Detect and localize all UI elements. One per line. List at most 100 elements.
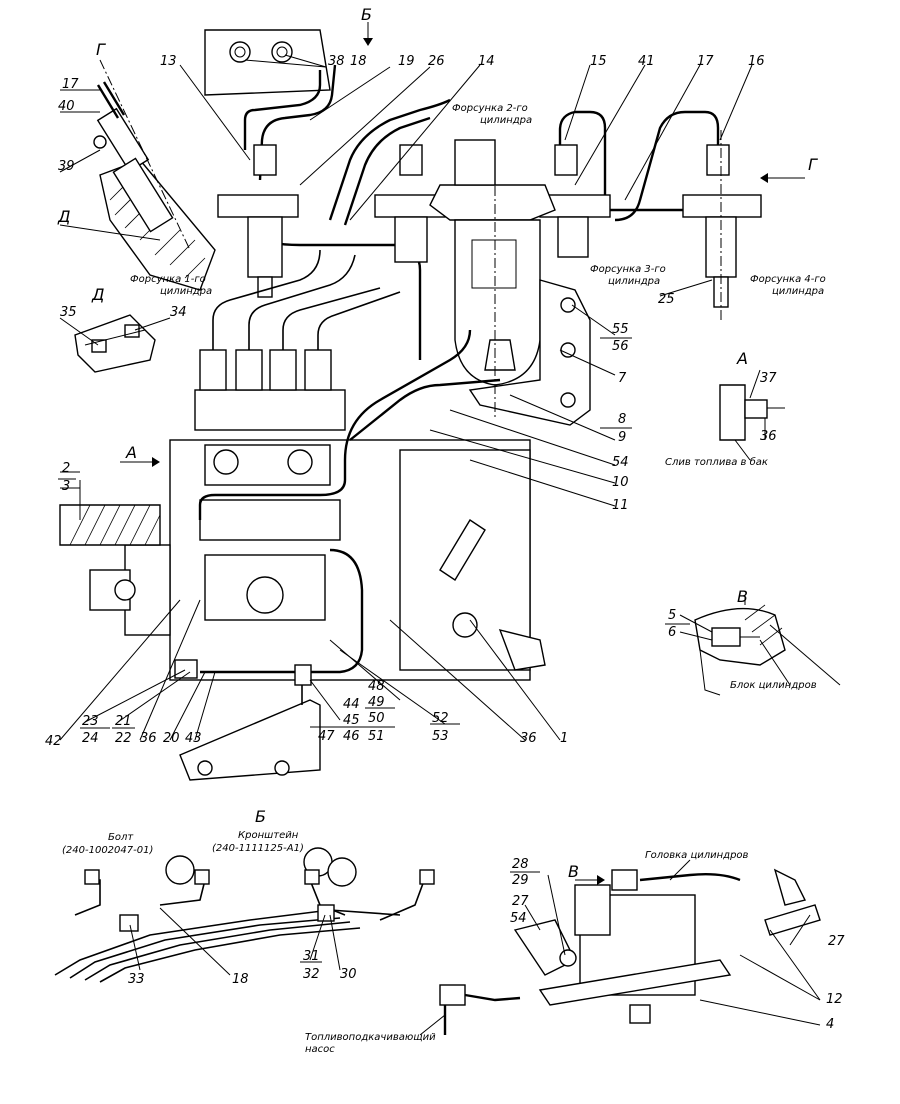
view-letter-d2: Д [91, 285, 105, 304]
position-54-b: 54 [510, 911, 527, 926]
position-35: 35 [60, 305, 77, 320]
view-letter-d1: Д [57, 207, 71, 226]
position-41: 41 [638, 54, 655, 69]
caption-pump-line1: Топливоподкачивающий [305, 1032, 436, 1043]
position-27-a: 27 [512, 894, 529, 909]
view-arrowheads [152, 38, 768, 885]
position-20: 20 [163, 731, 180, 746]
position-17-top: 17 [697, 54, 714, 69]
position-36-c: 36 [520, 731, 537, 746]
position-31: 31 [303, 949, 320, 964]
caption-injector-1-line1: Форсунка 1-го [130, 274, 206, 285]
injection-pump [59, 249, 546, 681]
position-44: 44 [343, 697, 360, 712]
position-37: 37 [760, 371, 777, 386]
view-letter-b-bottom: Б [255, 807, 266, 826]
injector-2 [374, 144, 446, 263]
caption-injector-1-line2: цилиндра [160, 286, 212, 297]
view-letter-a-arrow: А [125, 443, 137, 462]
caption-bracket-line2: (240-1111125-А1) [212, 843, 304, 854]
position-29: 29 [512, 873, 529, 888]
view-letter-b-top: Б [361, 5, 372, 24]
position-56: 56 [612, 339, 629, 354]
caption-injector-3-line2: цилиндра [608, 276, 660, 287]
position-48: 48 [368, 679, 385, 694]
caption-bracket-line1: Кронштейн [238, 830, 299, 841]
position-6: 6 [668, 625, 676, 640]
position-45: 45 [343, 713, 360, 728]
position-12: 12 [826, 992, 843, 1007]
injector-3 [539, 144, 611, 258]
caption-injector-2-line1: Форсунка 2-го [452, 103, 528, 114]
position-30: 30 [340, 967, 357, 982]
injector-1 [217, 144, 299, 298]
view-a-drain-detail [719, 384, 785, 461]
position-27-b: 27 [828, 934, 845, 949]
position-2: 2 [62, 461, 70, 476]
bottom-right-pump-view [439, 868, 821, 1035]
position-24: 24 [82, 731, 99, 746]
position-42: 42 [45, 734, 62, 749]
caption-injector-3-line1: Форсунка 3-го [590, 264, 666, 275]
position-34: 34 [170, 305, 187, 320]
view-v-block-detail [694, 604, 786, 696]
position-46: 46 [343, 729, 360, 744]
position-53: 53 [432, 729, 449, 744]
position-7: 7 [618, 371, 627, 386]
position-43: 43 [185, 731, 202, 746]
caption-cylinder-block: Блок цилиндров [730, 680, 817, 691]
view-b-line-routing [54, 847, 435, 983]
position-10: 10 [612, 475, 629, 490]
view-g-injector-section [93, 59, 216, 291]
position-26: 26 [428, 54, 445, 69]
position-25: 25 [658, 292, 675, 307]
position-39: 39 [58, 159, 75, 174]
caption-injector-4-line1: Форсунка 4-го [750, 274, 826, 285]
view-letter-g-arrow: Г [808, 155, 818, 174]
position-18-b: 18 [232, 972, 249, 987]
position-32: 32 [303, 967, 320, 982]
view-letter-v-bottom: В [568, 862, 579, 881]
caption-pump-line2: насос [305, 1044, 335, 1055]
position-55: 55 [612, 322, 629, 337]
position-49: 49 [368, 695, 385, 710]
view-letter-g: Г [96, 40, 106, 59]
position-5: 5 [668, 608, 676, 623]
fuel-filter [429, 139, 591, 426]
position-47: 47 [318, 729, 335, 744]
position-38: 38 [328, 54, 345, 69]
position-52: 52 [432, 711, 449, 726]
bracket-43 [174, 659, 321, 781]
position-50: 50 [368, 711, 385, 726]
view-letter-a: А [736, 349, 748, 368]
position-21: 21 [115, 714, 132, 729]
position-33: 33 [128, 972, 145, 987]
position-1: 1 [560, 731, 568, 746]
position-3: 3 [62, 479, 70, 494]
view-letter-v: В [737, 587, 748, 606]
position-13: 13 [160, 54, 177, 69]
caption-injector-2-line2: цилиндра [480, 115, 532, 126]
injector-4 [682, 130, 762, 320]
position-4: 4 [826, 1017, 834, 1032]
position-19: 19 [398, 54, 415, 69]
position-40: 40 [58, 99, 75, 114]
position-16: 16 [748, 54, 765, 69]
caption-cylinder-head: Головка цилиндров [645, 850, 749, 861]
position-36-b: 36 [140, 731, 157, 746]
position-14: 14 [478, 54, 495, 69]
position-18: 18 [350, 54, 367, 69]
caption-drain: Слив топлива в бак [665, 456, 768, 468]
position-17: 17 [62, 77, 79, 92]
position-9: 9 [618, 430, 626, 445]
caption-injector-4-line2: цилиндра [772, 286, 824, 297]
view-d-detail [74, 314, 156, 373]
caption-bolt-line1: Болт [108, 832, 134, 843]
position-51: 51 [368, 729, 385, 744]
position-28: 28 [512, 857, 529, 872]
caption-bolt-line2: (240-1002047-01) [62, 845, 153, 856]
position-54: 54 [612, 455, 629, 470]
position-11: 11 [612, 498, 629, 513]
